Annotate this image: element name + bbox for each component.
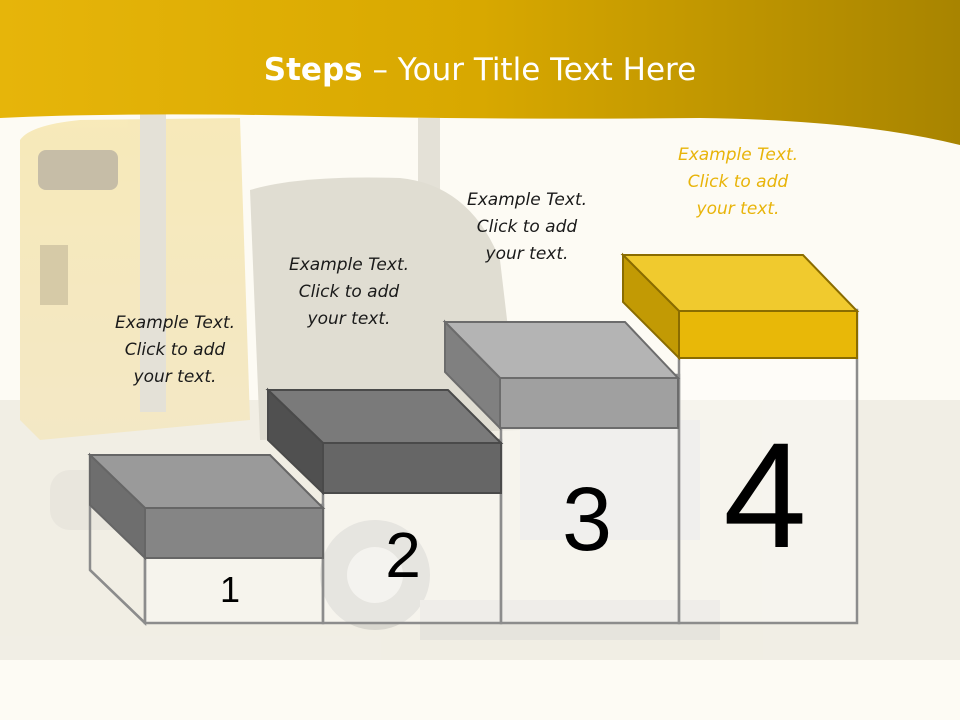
step-3-caption-line: Click to add [476, 217, 578, 237]
step-4-caption[interactable]: Example Text. Click to add your text. [638, 142, 838, 223]
step-1-caption[interactable]: Example Text. Click to add your text. [75, 310, 275, 391]
step-2-caption-line: Example Text. [288, 255, 410, 275]
step-4-caption-line: Click to add [687, 172, 789, 192]
step-4-column [677, 308, 859, 625]
step-3-block [442, 319, 681, 431]
step-4-number: 4 [723, 411, 807, 579]
step-1-block [87, 452, 326, 561]
step-1-caption-line: your text. [133, 367, 217, 387]
slide-title-bold: Steps [263, 52, 363, 88]
step-3-caption[interactable]: Example Text. Click to add your text. [427, 187, 627, 268]
step-2-caption[interactable]: Example Text. Click to add your text. [249, 252, 449, 333]
title-banner [0, 0, 960, 145]
step-1-number: 1 [219, 569, 241, 610]
step-1-caption-line: Example Text. [114, 313, 236, 333]
step-4-caption-line: your text. [696, 199, 780, 219]
step-3-caption-line: Example Text. [466, 190, 588, 210]
step-4-block [620, 252, 860, 361]
step-2-caption-line: your text. [307, 309, 391, 329]
slide-title-rest: – Your Title Text Here [362, 52, 697, 88]
step-3-caption-line: your text. [485, 244, 569, 264]
step-4-caption-line: Example Text. [677, 145, 799, 165]
step-2-number: 2 [385, 519, 421, 591]
slide-title[interactable]: Steps – Your Title Text Here [0, 52, 960, 88]
step-2-caption-line: Click to add [298, 282, 400, 302]
step-2-block [265, 387, 504, 496]
step-3-number: 3 [561, 470, 613, 570]
step-1-caption-line: Click to add [124, 340, 226, 360]
